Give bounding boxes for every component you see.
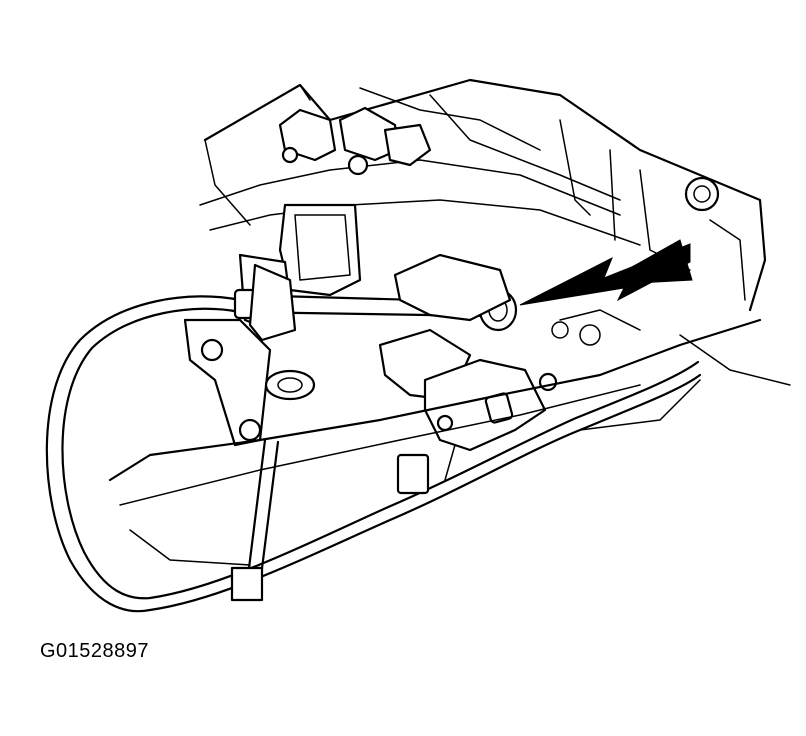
manifold-bolt-boss bbox=[684, 176, 720, 212]
lower-plenum bbox=[108, 309, 791, 566]
injector-connectors bbox=[278, 106, 432, 176]
throttle-body bbox=[378, 253, 558, 481]
figure-id-label: G01528897 bbox=[40, 640, 150, 662]
callout-arrow bbox=[519, 239, 693, 306]
throttle-cable bbox=[45, 293, 702, 613]
support-rod bbox=[230, 438, 280, 602]
intake-manifold bbox=[199, 78, 767, 312]
